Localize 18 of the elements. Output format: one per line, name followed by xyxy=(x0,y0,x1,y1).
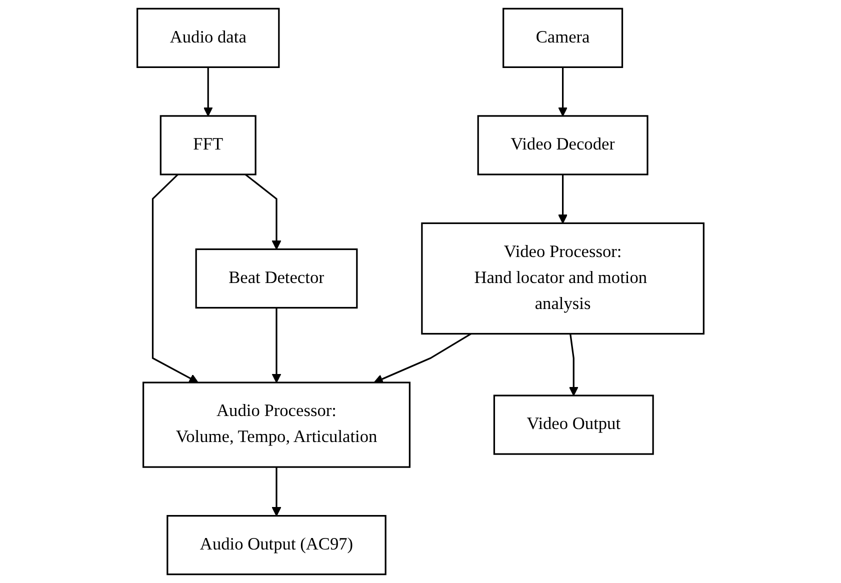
arrow xyxy=(374,333,472,384)
node-box: Audio Processor: Volume, Tempo, Articulation xyxy=(142,382,410,468)
node-box: Video Processor: Hand locator and motion analysis xyxy=(421,222,704,335)
arrow xyxy=(558,174,568,224)
arrow xyxy=(558,67,568,116)
node-box: Video Output xyxy=(493,394,654,455)
node-box: Camera xyxy=(502,8,624,68)
node-box: FFT xyxy=(160,115,256,176)
arrow xyxy=(152,174,198,383)
node-box: Beat Detector xyxy=(195,248,358,309)
arrow xyxy=(568,334,578,396)
arrow xyxy=(244,174,282,250)
arrow xyxy=(272,467,282,516)
node-box: Audio Output (AC97) xyxy=(166,515,386,576)
arrow xyxy=(203,67,213,116)
node-box: Audio data xyxy=(136,8,280,68)
arrow xyxy=(272,308,282,383)
node-box: Video Decoder xyxy=(477,115,648,176)
